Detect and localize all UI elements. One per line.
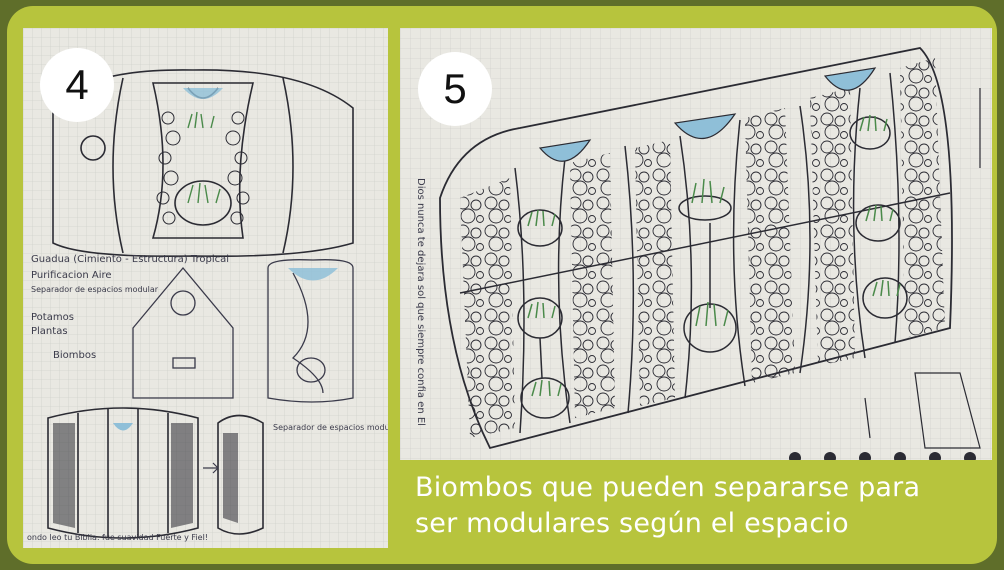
sketch-label: Separador de espacios modular	[31, 285, 159, 294]
side-note: Dios nunca te dejara sol que siempre con…	[415, 178, 426, 426]
sketch-5-drawing: Dios nunca te dejara sol que siempre con…	[400, 28, 992, 460]
caption-line: ser modulares según el espacio	[415, 508, 849, 539]
caption-line: Biombos que pueden separarse para	[415, 472, 921, 503]
sketch-panel-5: Dios nunca te dejara sol que siempre con…	[400, 28, 992, 460]
sketch-label: ondo leo tu Biblia. fue suavidad Fuerte …	[27, 533, 208, 542]
panel-number: 4	[65, 61, 89, 108]
sketch-label: Separador de espacios modular con purifi…	[273, 423, 388, 432]
panel-number-badge: 4	[40, 48, 114, 122]
sketch-label: Plantas	[31, 326, 68, 337]
sketch-label: Potamos	[31, 312, 74, 323]
sketch-label: Purificacion Aire	[31, 270, 112, 281]
panel-number-badge: 5	[418, 52, 492, 126]
sketch-label: Biombos	[53, 350, 96, 361]
caption: Biombos que pueden separarse para ser mo…	[415, 470, 975, 542]
sketch-label: Guadua (Cimiento - Estructura) Tropical	[31, 254, 229, 265]
panel-number: 5	[443, 65, 467, 112]
